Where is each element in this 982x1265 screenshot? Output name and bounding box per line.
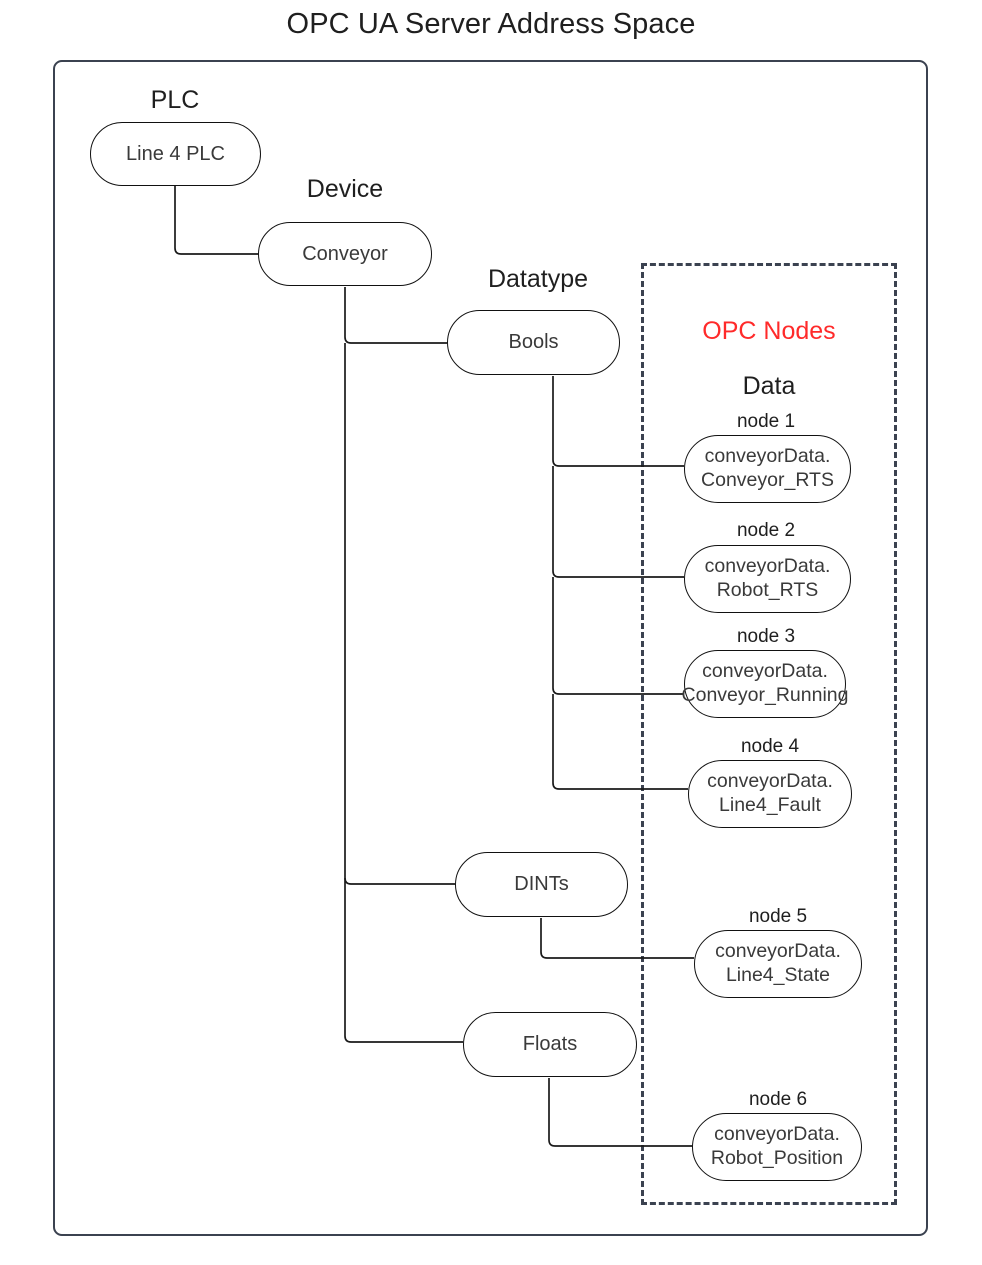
opc-nodes-group-frame xyxy=(641,263,897,1205)
node-bools[interactable]: Bools xyxy=(447,310,620,375)
node-conveyor-running[interactable]: conveyorData.Conveyor_Running xyxy=(681,650,849,718)
node-conveyor-rts-label: conveyorData.Conveyor_RTS xyxy=(701,445,834,491)
caption-node-1: node 1 xyxy=(736,411,796,432)
node-robot-rts[interactable]: conveyorData.Robot_RTS xyxy=(684,545,851,613)
caption-datatype: Datatype xyxy=(487,265,589,293)
node-conveyor-label: Conveyor xyxy=(302,242,388,265)
node-line4-state-label: conveyorData.Line4_State xyxy=(715,940,841,986)
caption-node-3: node 3 xyxy=(736,626,796,647)
caption-plc: PLC xyxy=(150,86,200,114)
caption-opc-nodes: OPC Nodes xyxy=(702,317,836,345)
node-robot-position[interactable]: conveyorData.Robot_Position xyxy=(692,1113,862,1181)
node-dints[interactable]: DINTs xyxy=(455,852,628,917)
caption-node-6: node 6 xyxy=(748,1089,808,1110)
node-line4-fault[interactable]: conveyorData.Line4_Fault xyxy=(688,760,852,828)
node-conveyor-running-label: conveyorData.Conveyor_Running xyxy=(681,660,849,706)
caption-node-4: node 4 xyxy=(740,736,800,757)
node-floats[interactable]: Floats xyxy=(463,1012,637,1077)
caption-data: Data xyxy=(742,372,796,400)
node-robot-position-label: conveyorData.Robot_Position xyxy=(710,1123,844,1169)
caption-node-5: node 5 xyxy=(748,906,808,927)
node-conveyor-rts[interactable]: conveyorData.Conveyor_RTS xyxy=(684,435,851,503)
node-line4-fault-label: conveyorData.Line4_Fault xyxy=(707,770,833,816)
node-dints-label: DINTs xyxy=(514,873,569,896)
server-address-space-frame xyxy=(53,60,928,1236)
node-bools-label: Bools xyxy=(508,331,559,354)
node-conveyor[interactable]: Conveyor xyxy=(258,222,432,286)
caption-device: Device xyxy=(306,175,384,203)
page-title: OPC UA Server Address Space xyxy=(286,8,696,40)
node-floats-label: Floats xyxy=(522,1033,578,1056)
node-line4-plc-label: Line 4 PLC xyxy=(126,142,225,165)
node-line4-state[interactable]: conveyorData.Line4_State xyxy=(694,930,862,998)
node-robot-rts-label: conveyorData.Robot_RTS xyxy=(704,555,831,601)
caption-node-2: node 2 xyxy=(736,520,796,541)
node-line4-plc[interactable]: Line 4 PLC xyxy=(90,122,261,186)
